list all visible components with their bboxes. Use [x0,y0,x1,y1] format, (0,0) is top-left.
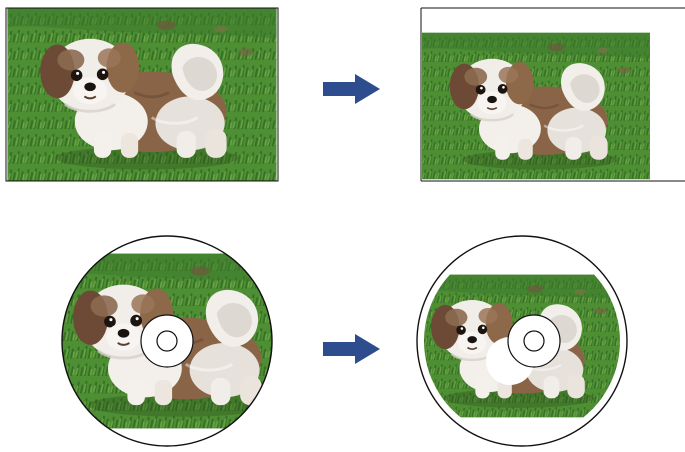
rectangle-photo-after-shifted [420,7,685,182]
right-arrow-icon [323,334,380,364]
disc-photo-after-shifted [416,235,628,447]
right-arrow-icon [323,74,380,104]
rectangle-photo-before [5,7,279,182]
disc-photo-before [61,235,273,447]
